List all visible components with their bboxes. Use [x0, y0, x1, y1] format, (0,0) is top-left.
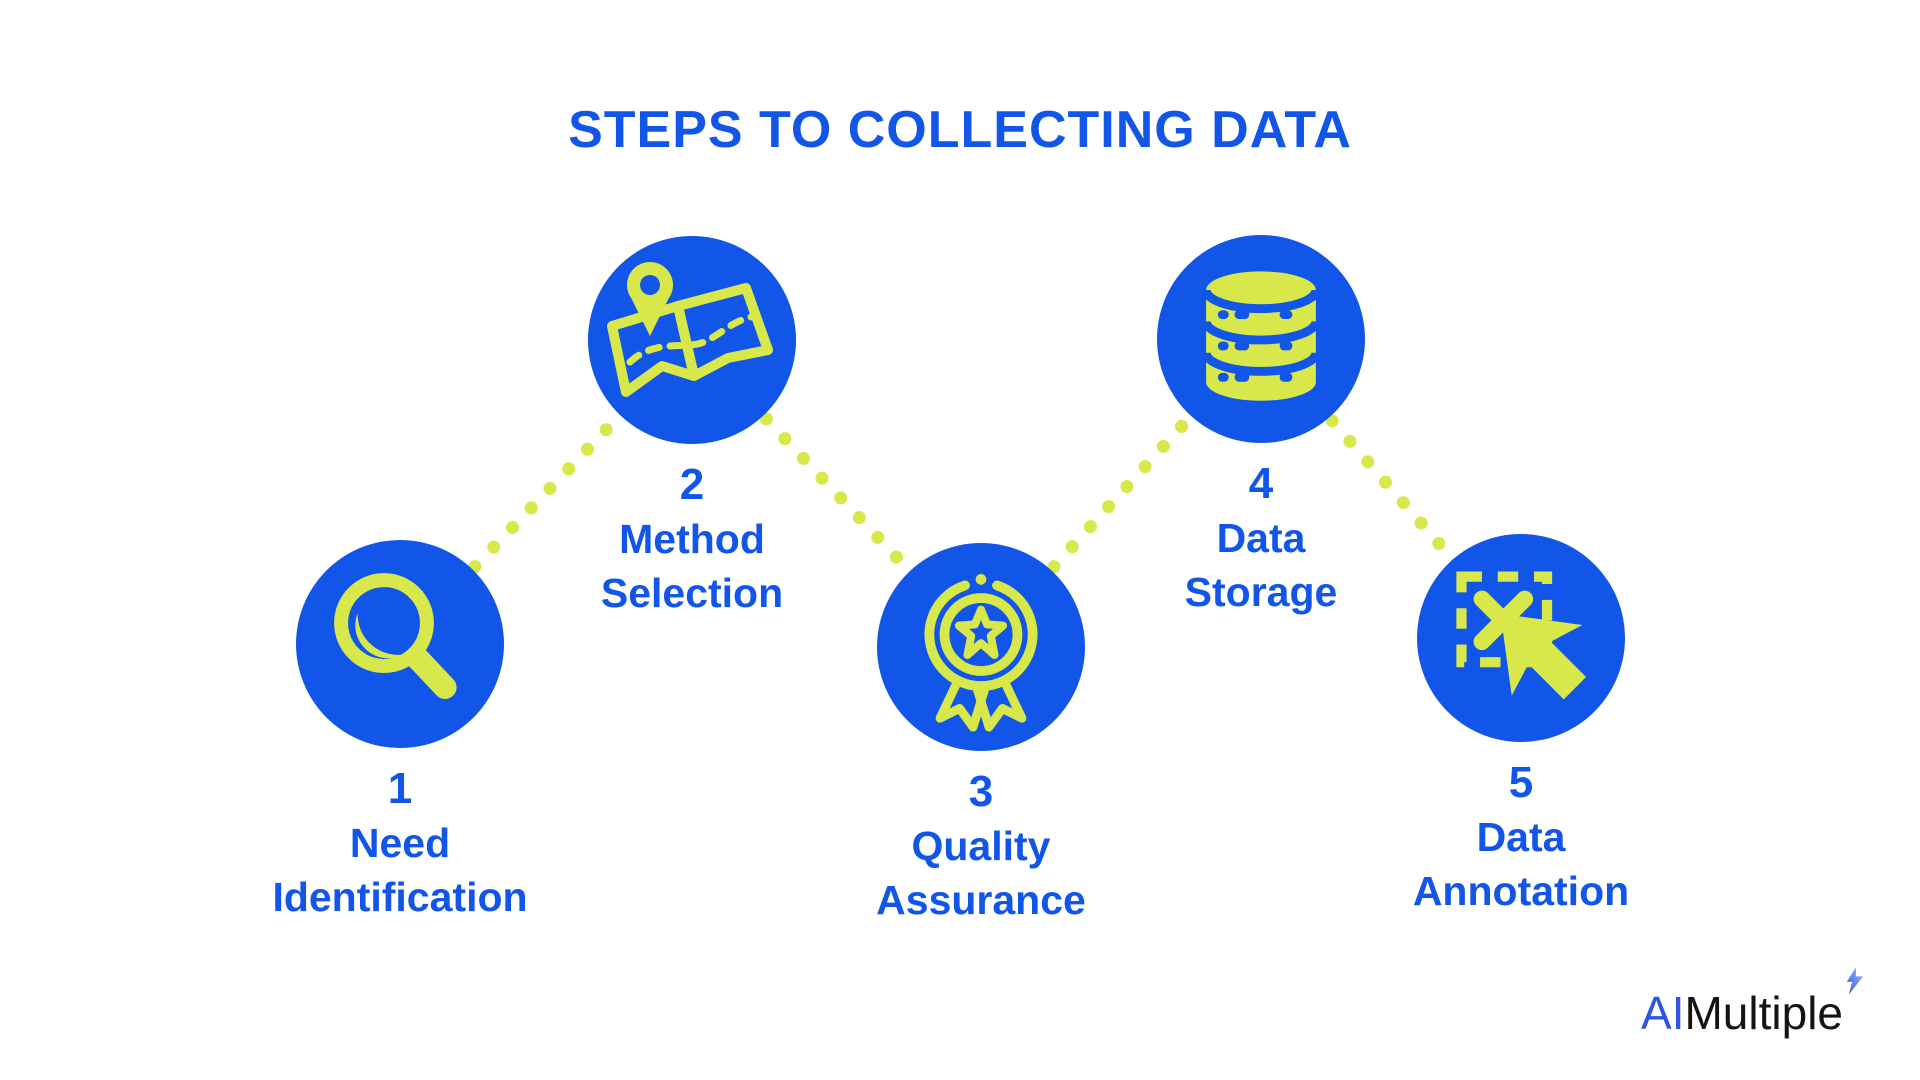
step-3-number: 3 — [968, 767, 994, 816]
step-5-label-line-2: Annotation — [1412, 868, 1630, 914]
step-4-label-line-1: Data — [1216, 515, 1306, 561]
step-4-circle — [1157, 235, 1365, 443]
step-4-number: 4 — [1248, 459, 1274, 508]
step-3-label-line-2: Assurance — [876, 877, 1086, 923]
step-2: 2 Method Selection — [472, 236, 912, 620]
step-1-circle — [296, 540, 504, 748]
step-3-circle — [877, 543, 1085, 751]
database-icon — [1201, 271, 1321, 401]
step-4-text: 4 Data Storage — [1185, 457, 1338, 619]
step-2-text: 2 Method Selection — [601, 458, 783, 620]
step-2-circle — [588, 236, 796, 444]
logo-multiple-text: Multiple — [1684, 987, 1843, 1039]
magnifier-search-icon — [333, 572, 457, 699]
step-3: 3 Quality Assurance — [761, 543, 1201, 927]
step-2-number: 2 — [679, 460, 705, 509]
step-4: 4 Data Storage — [1041, 235, 1481, 619]
step-3-text: 3 Quality Assurance — [876, 765, 1086, 927]
logo-bolt-icon — [1846, 967, 1864, 995]
step-2-label-line-1: Method — [619, 516, 765, 562]
step-2-label-line-2: Selection — [600, 570, 784, 616]
page-title: STEPS TO COLLECTING DATA — [568, 101, 1352, 159]
step-3-label-line-1: Quality — [911, 823, 1051, 869]
step-5-circle — [1417, 534, 1625, 742]
step-5: 5 Data Annotation — [1301, 534, 1741, 918]
step-1: 1 Need Identification — [180, 540, 620, 924]
step-4-label-line-2: Storage — [1184, 569, 1338, 615]
step-5-label-line-1: Data — [1476, 814, 1566, 860]
annotation-cursor-icon — [1456, 571, 1587, 700]
step-1-text: 1 Need Identification — [272, 762, 527, 924]
map-location-icon — [607, 262, 773, 397]
step-1-label-line-2: Identification — [272, 874, 528, 920]
logo-ai-text: AI — [1641, 987, 1685, 1039]
step-5-text: 5 Data Annotation — [1413, 756, 1629, 918]
step-5-number: 5 — [1508, 758, 1534, 807]
medal-award-icon — [924, 574, 1038, 732]
step-1-number: 1 — [387, 764, 413, 813]
step-1-label-line-1: Need — [349, 820, 451, 866]
